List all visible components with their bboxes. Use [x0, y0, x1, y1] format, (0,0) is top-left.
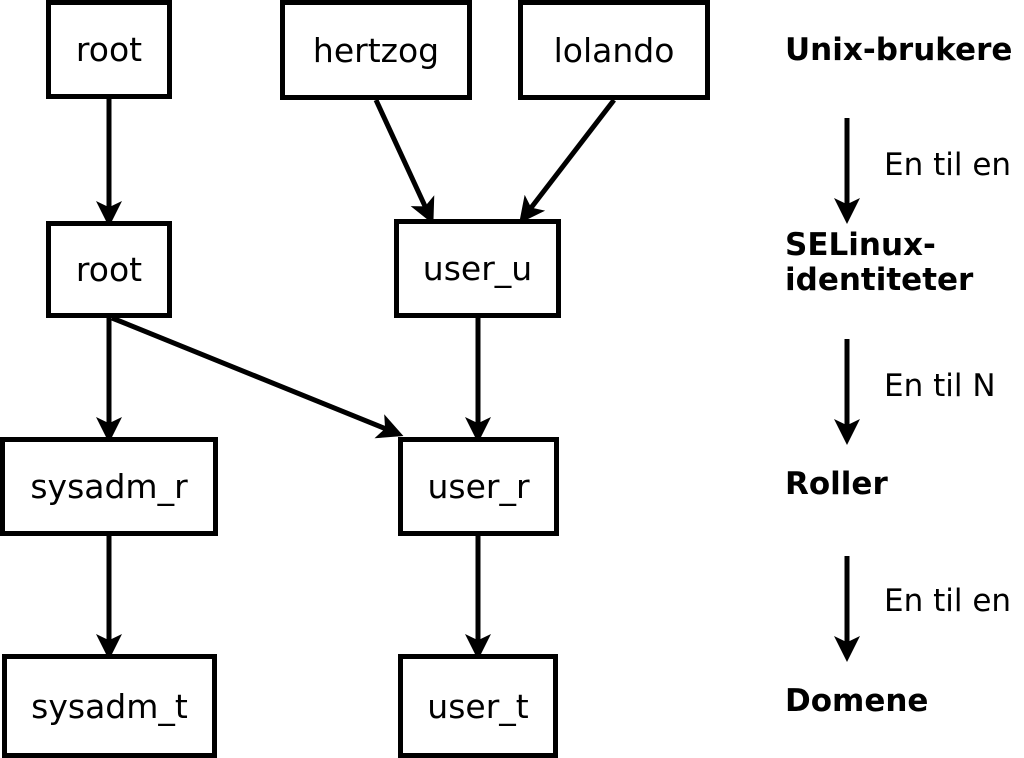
node-label: lolando — [553, 30, 675, 70]
edge-unix_hertzog-to-sel_user_u — [373, 98, 435, 225]
node-unix_hertzog[interactable]: hertzog — [280, 0, 472, 100]
node-label: sysadm_r — [30, 467, 188, 506]
legend-heading: Unix-brukere — [785, 32, 1013, 68]
legend-edge-label: En til N — [884, 368, 996, 404]
node-sel_root[interactable]: root — [46, 221, 172, 318]
node-unix_root[interactable]: root — [46, 0, 172, 99]
node-label: user_u — [422, 249, 533, 288]
node-label: sysadm_t — [31, 686, 188, 726]
edge-unix_lolando-to-sel_user_u — [519, 98, 616, 224]
legend-heading: SELinux- identiteter — [785, 227, 974, 298]
legend-edge-label: En til en — [884, 583, 1012, 619]
node-unix_lolando[interactable]: lolando — [518, 0, 710, 100]
node-dom_sysadm_t[interactable]: sysadm_t — [2, 654, 217, 758]
node-role_sysadm_r[interactable]: sysadm_r — [0, 437, 218, 536]
node-dom_user_t[interactable]: user_t — [398, 654, 558, 758]
legend-heading: Domene — [785, 683, 929, 719]
node-label: hertzog — [312, 30, 440, 70]
node-label: user_t — [427, 686, 529, 726]
node-label: root — [75, 250, 143, 289]
node-role_user_r[interactable]: user_r — [398, 437, 559, 536]
legend-edge-label: En til en — [884, 147, 1012, 183]
node-sel_user_u[interactable]: user_u — [394, 219, 561, 318]
node-label: user_r — [427, 467, 530, 506]
node-label: root — [75, 30, 143, 69]
edge-sel_root-to-role_user_r — [111, 315, 404, 439]
legend-heading: Roller — [785, 466, 888, 502]
